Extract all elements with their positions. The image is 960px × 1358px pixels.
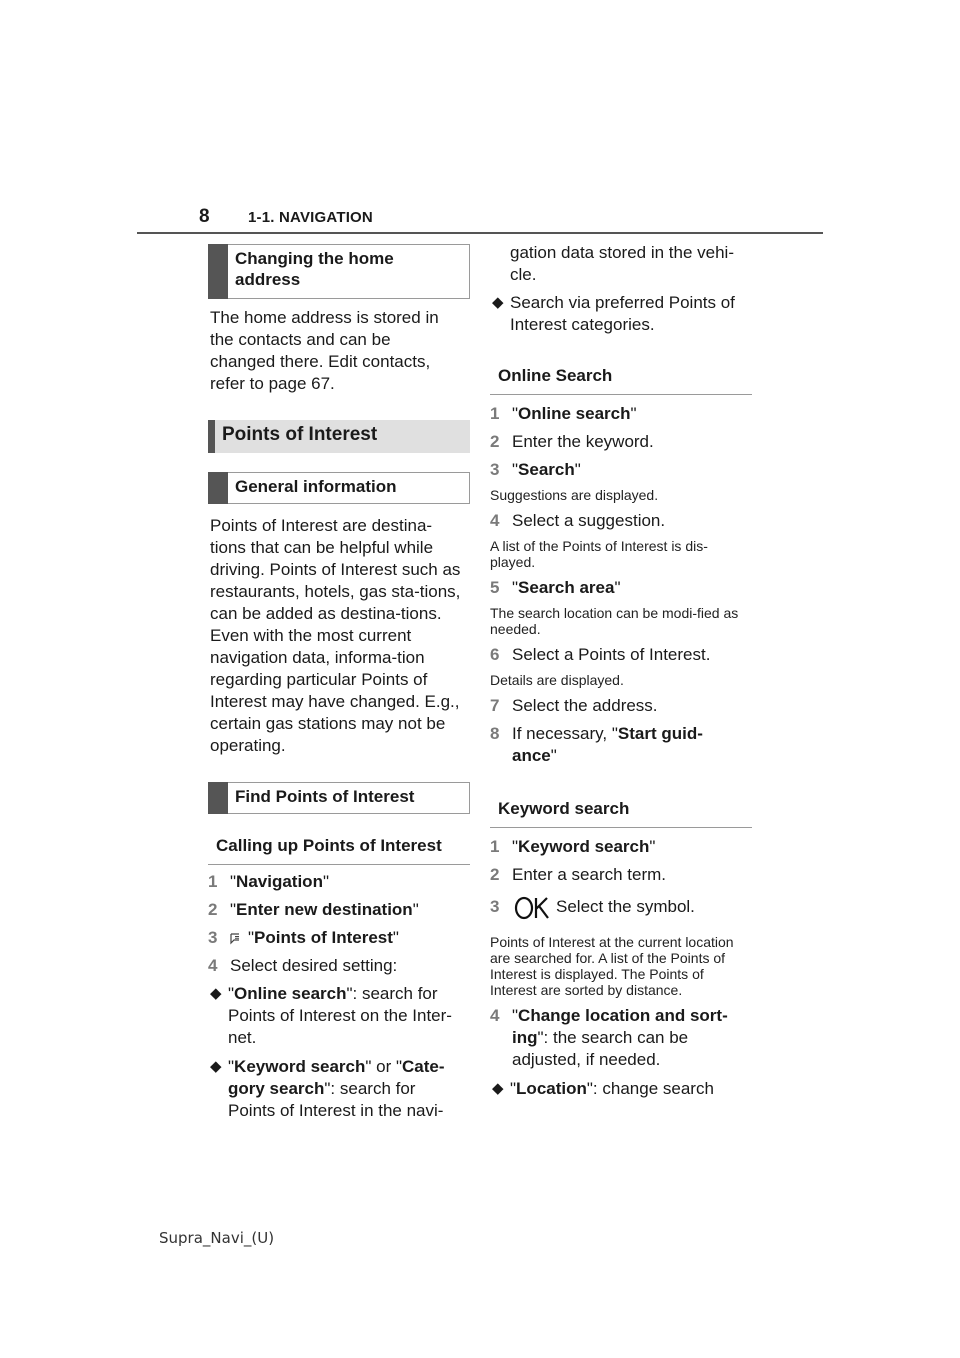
home-address-box: Changing the home address [208, 244, 470, 299]
bullet-marker: ◆ [210, 1058, 222, 1075]
online-search-heading: Online Search [490, 360, 752, 395]
step-enter-new-destination: 2 "Enter new destination" [208, 900, 419, 919]
step-points-of-interest: 3 "Points of Interest" [208, 928, 399, 947]
step-online-search: 1 "Online search" [490, 404, 637, 423]
continued-text: gation data stored in the vehi-cle. [510, 243, 734, 284]
page-number: 8 [199, 206, 210, 227]
step-select-address: 7 Select the address. [490, 696, 658, 715]
step-select-poi: 6 Select a Points of Interest. [490, 645, 711, 664]
bullet-online-search: ◆ "Online search": search for Points of … [210, 984, 452, 1047]
online-search-steps: 1 "Online search" 2 Enter the keyword. 3… [490, 403, 752, 767]
step-number: 2 [490, 865, 500, 884]
note-list-displayed: A list of the Points of Interest is dis-… [490, 538, 708, 570]
step-number: 1 [490, 404, 500, 423]
step-navigation: 1 "Navigation" [208, 872, 329, 891]
general-info-box: General information [208, 472, 470, 504]
step-number: 4 [490, 1006, 500, 1025]
step-enter-keyword: 2 Enter the keyword. [490, 432, 654, 451]
step-start-guidance: 8 If necessary, "Start guid-ance" [490, 724, 703, 765]
note-suggestions: Suggestions are displayed. [490, 487, 659, 503]
step-number: 2 [208, 900, 218, 919]
section-title: 1-1. NAVIGATION [248, 209, 373, 226]
step-number: 3 [208, 928, 218, 947]
bullet-marker: ◆ [210, 985, 222, 1002]
keyword-search-heading: Keyword search [490, 791, 752, 828]
bullet-marker: ◆ [492, 294, 504, 311]
bullet-keyword-category-search: ◆ "Keyword search" or "Cate-gory search"… [210, 1057, 445, 1120]
step-number: 6 [490, 645, 500, 664]
calling-up-poi-heading: Calling up Points of Interest [208, 830, 470, 865]
step-number: 3 [490, 897, 500, 916]
keyword-search-steps: 1 "Keyword search" 2 Enter a search term… [490, 836, 752, 1100]
home-address-text: The home address is stored in the contac… [210, 308, 439, 393]
bullet-preferred-categories: ◆ Search via preferred Points of Interes… [492, 293, 735, 334]
step-select-setting: 4 Select desired setting: [208, 956, 398, 975]
step-list-left: 1 "Navigation" 2 "Enter new destination"… [208, 871, 470, 1122]
find-poi-box: Find Points of Interest [208, 782, 470, 814]
header-divider [137, 232, 823, 234]
bullet-marker: ◆ [492, 1080, 504, 1097]
step-number: 4 [208, 956, 218, 975]
step-number: 2 [490, 432, 500, 451]
step-select-symbol: 3 Select the symbol. [490, 896, 752, 926]
step-number: 8 [490, 724, 500, 743]
note-current-location: Points of Interest at the current locati… [490, 934, 734, 998]
step-change-location-sorting: 4 "Change location and sort-ing": the se… [490, 1006, 728, 1069]
left-column: Changing the home address The home addre… [208, 244, 470, 1122]
note-search-area: The search location can be modi-fied as … [490, 605, 739, 637]
note-details: Details are displayed. [490, 672, 624, 688]
right-column: gation data stored in the vehi-cle. ◆ Se… [490, 242, 752, 1100]
step-select-suggestion: 4 Select a suggestion. [490, 511, 666, 530]
step-number: 1 [490, 837, 500, 856]
general-info-text: Points of Interest are destina-tions tha… [210, 516, 461, 755]
step-number: 3 [490, 460, 500, 479]
step-number: 4 [490, 511, 500, 530]
bullet-location: ◆ "Location": change search [492, 1079, 714, 1098]
step-search-area: 5 "Search area" [490, 578, 621, 597]
ok-icon [514, 896, 550, 926]
step-enter-search-term: 2 Enter a search term. [490, 865, 667, 884]
poi-list-icon [230, 932, 244, 945]
step-keyword-search: 1 "Keyword search" [490, 837, 656, 856]
footer-doc-code: Supra_Navi_(U) [159, 1229, 275, 1247]
step-number: 1 [208, 872, 218, 891]
poi-heading: Points of Interest [208, 420, 470, 453]
step-search: 3 "Search" [490, 460, 581, 479]
step-number: 7 [490, 696, 500, 715]
step-number: 5 [490, 578, 500, 597]
